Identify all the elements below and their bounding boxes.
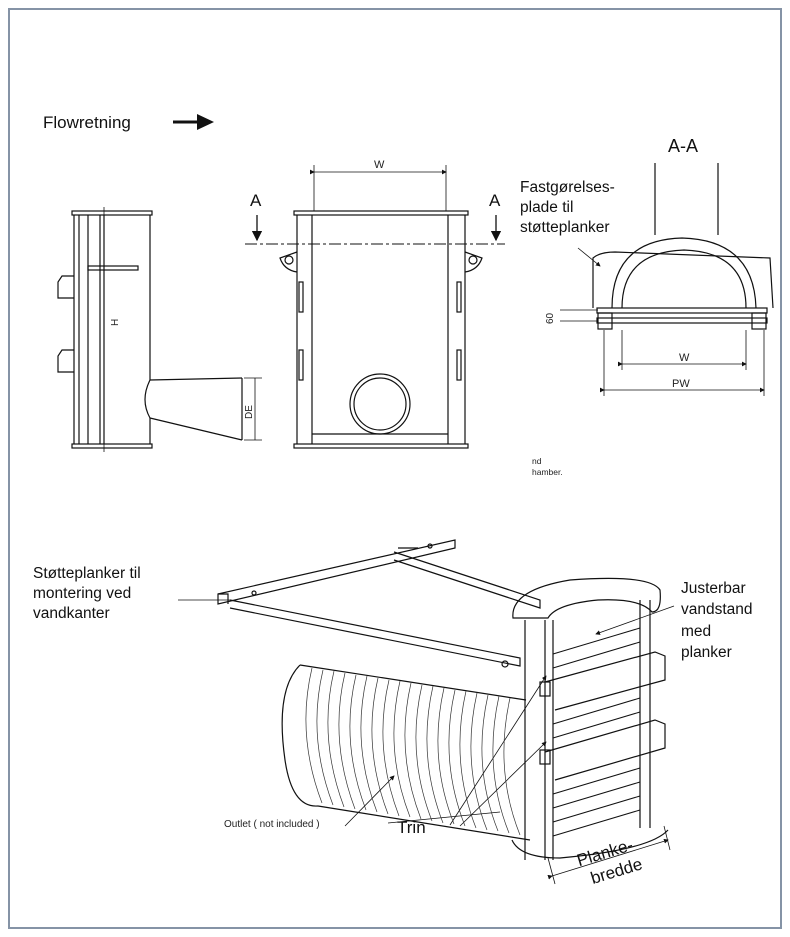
- outlet-label: Outlet ( not included ): [224, 819, 320, 830]
- plank-width-label: Planke- bredde: [575, 834, 646, 890]
- section-view: [560, 163, 774, 396]
- section-line: [245, 215, 505, 245]
- section-title: A-A: [668, 136, 698, 156]
- front-width-label: W: [374, 159, 385, 171]
- pipe-corrugation: [305, 667, 521, 836]
- planks: [552, 627, 641, 837]
- flow-arrow-icon: [173, 114, 214, 130]
- mounting-plate-callout: Fastgørelses- plade til støtteplanker: [520, 179, 619, 236]
- adjustable-level-callout: Justerbar vandstand med planker: [681, 580, 757, 661]
- drawing-frame: [8, 8, 782, 929]
- plate-width-label: PW: [672, 378, 690, 390]
- section-marker-right: A: [489, 191, 501, 210]
- dim-60-label: 60: [545, 312, 556, 324]
- isometric-view: [178, 539, 675, 885]
- section-width-label: W: [679, 352, 690, 364]
- flow-direction-label: Flowretning: [43, 113, 131, 132]
- support-planks-callout: Støtteplanker til montering ved vandkant…: [33, 565, 145, 622]
- diameter-dimension-label: DE: [244, 405, 255, 419]
- section-marker-left: A: [250, 191, 262, 210]
- side-view: [57, 207, 262, 452]
- height-dimension-label: H: [110, 319, 121, 326]
- front-view: [279, 165, 483, 449]
- steps-label: Trin: [397, 818, 426, 837]
- cut-off-note: nd hamber.: [532, 456, 563, 477]
